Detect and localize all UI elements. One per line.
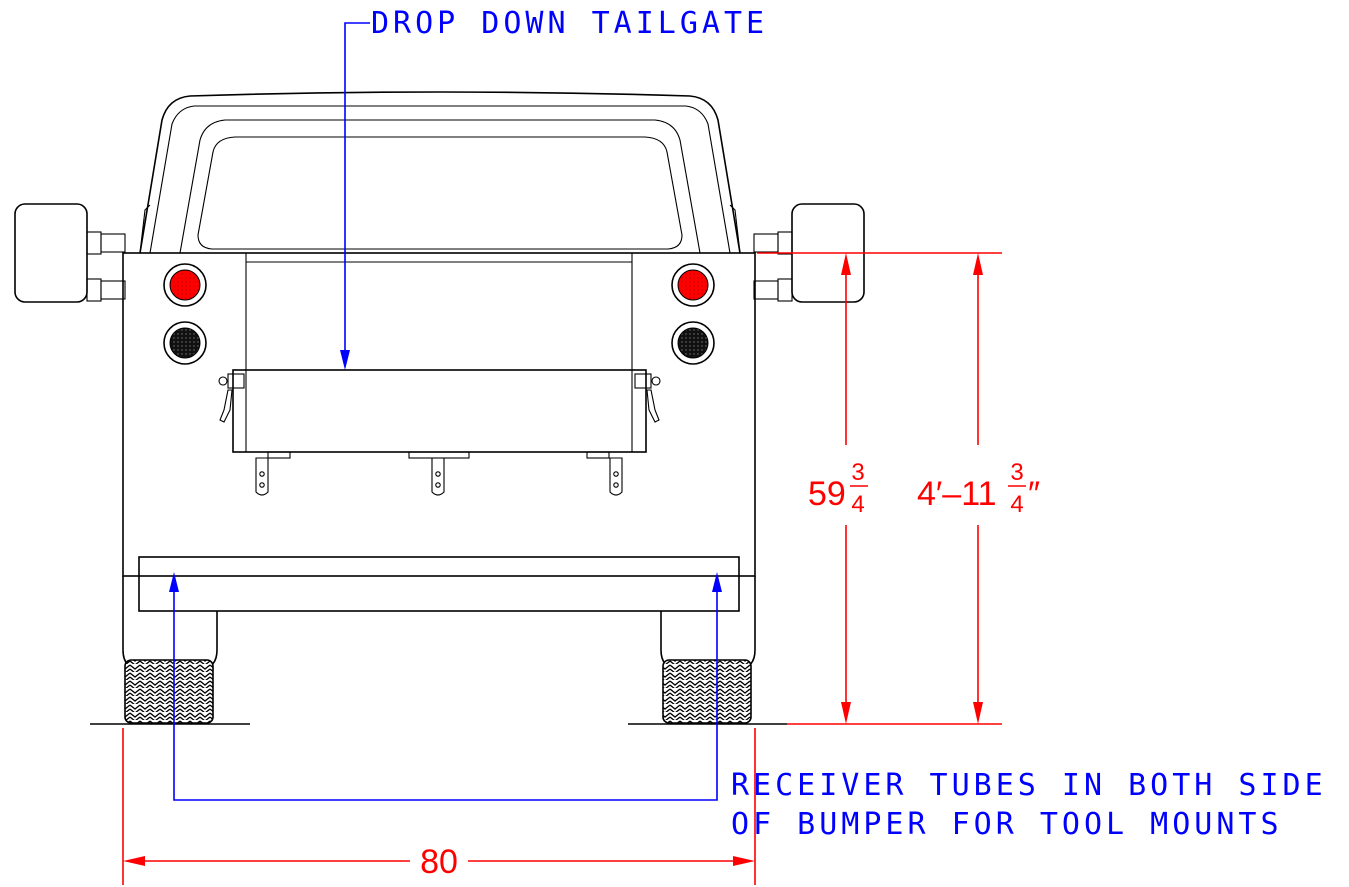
height-feet-whole: 4′–11 [917, 475, 997, 513]
service-body [122, 252, 756, 577]
height-feet-numerator: 3 [1010, 459, 1023, 486]
receiver-callout-line2: OF BUMPER FOR TOOL MOUNTS [731, 807, 1283, 842]
hinge [586, 451, 623, 496]
tailgate-leader [340, 22, 370, 370]
tail-lights [163, 263, 715, 365]
tailgate [218, 369, 661, 496]
hinge [408, 451, 470, 496]
height-inches-denominator: 4 [851, 491, 864, 518]
right-tire [662, 659, 752, 724]
width-dimension [122, 728, 756, 885]
cab [139, 91, 741, 254]
height-inches-numerator: 3 [851, 459, 864, 486]
receiver-callout-line1: RECEIVER TUBES IN BOTH SIDE [731, 768, 1327, 803]
rear-window [197, 136, 683, 250]
tailgate-callout: DROP DOWN TAILGATE [371, 6, 768, 41]
width-dimension-label: 80 [420, 843, 458, 881]
receiver-leader [169, 572, 722, 801]
hinge [255, 451, 291, 496]
rear-bumper [138, 556, 740, 612]
height-dimension-feet [973, 253, 983, 724]
right-latch [634, 373, 661, 423]
height-dimension-extension [757, 252, 1002, 725]
left-latch [218, 373, 245, 423]
height-feet-denominator: 4 [1010, 491, 1023, 518]
height-inches-whole: 59 [808, 475, 846, 513]
left-mirror [14, 203, 126, 303]
left-tire [124, 659, 214, 724]
height-feet-unit: ″ [1028, 475, 1040, 513]
height-dimension-inches [841, 253, 851, 724]
fenders [122, 576, 756, 671]
